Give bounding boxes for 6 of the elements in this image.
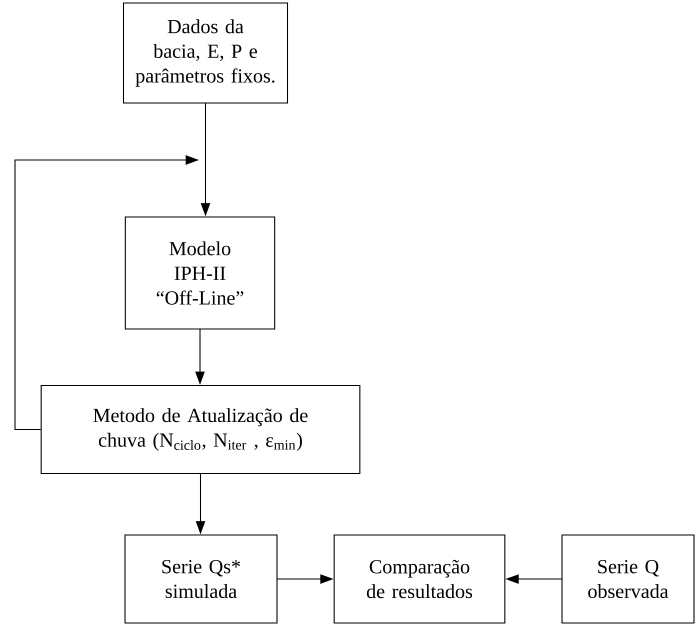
process-box: Comparação de resultados	[334, 534, 506, 624]
process-box: Modelo IPH-II “Off-Line”	[124, 216, 276, 330]
process-box: Dados da bacia, E, P e parâmetros fixos.	[122, 2, 288, 104]
process-box: Serie Q observada	[561, 534, 695, 624]
process-box: Serie Qs* simulada	[124, 534, 278, 624]
process-box: Metodo de Atualização de chuva (N$_{ciclo}$, N$_{iter}$ , ε$_{min}$)	[40, 384, 360, 474]
